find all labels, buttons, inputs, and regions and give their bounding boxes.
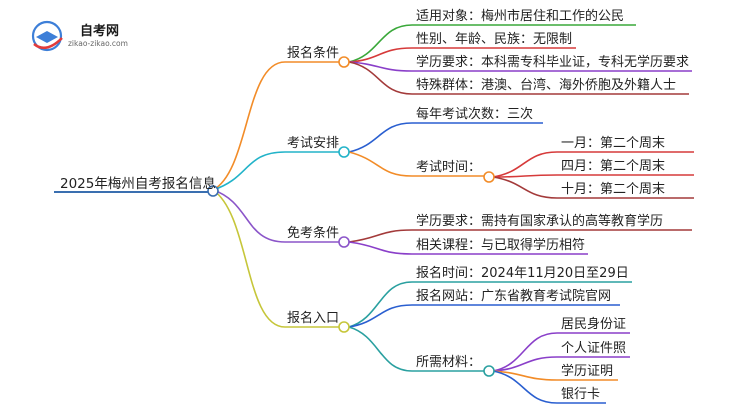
connector-time-2 <box>492 174 558 178</box>
branch-exemption-conditions[interactable]: 免考条件 <box>287 225 339 241</box>
node-required-materials[interactable]: 所需材料： <box>416 355 481 370</box>
node-registration-website[interactable]: 报名网站：广东省教育考试院官网 <box>416 288 611 304</box>
b3-collapse-toggle[interactable] <box>338 236 350 248</box>
connector-root-b1 <box>212 61 286 191</box>
connector-b3-c1 <box>348 229 413 243</box>
connector-mat-4 <box>492 370 558 404</box>
node-registration-time[interactable]: 报名时间：2024年11月20日至29日 <box>416 265 629 281</box>
node-material-bank-card[interactable]: 银行卡 <box>561 387 600 402</box>
branch-registration-conditions[interactable]: 报名条件 <box>287 45 339 61</box>
node-material-id-card[interactable]: 居民身份证 <box>561 316 626 332</box>
logo-url: zikao-zikao.com <box>68 39 128 48</box>
connector-mat-2 <box>492 356 558 372</box>
connector-root-b4 <box>212 189 286 328</box>
b4-collapse-toggle[interactable] <box>338 321 350 333</box>
node-exam-january[interactable]: 一月：第二个周末 <box>561 136 665 151</box>
connector-time-3 <box>492 176 558 199</box>
node-exam-april[interactable]: 四月：第二个周末 <box>561 159 665 174</box>
connector-root-b2 <box>212 151 286 191</box>
connector-mat-1 <box>492 332 558 372</box>
node-education-requirement[interactable]: 学历要求：本科需专科毕业证，专科无学历要求 <box>416 54 689 70</box>
node-exemption-education[interactable]: 学历要求：需持有国家承认的高等教育学历 <box>416 213 663 229</box>
branch-exam-schedule[interactable]: 考试安排 <box>287 136 339 151</box>
connector-b1-c2 <box>348 47 413 63</box>
connector-b1-c4 <box>348 61 413 95</box>
node-material-photo[interactable]: 个人证件照 <box>561 341 626 356</box>
node-related-courses[interactable]: 相关课程：与已取得学历相符 <box>416 237 585 253</box>
b2-collapse-toggle[interactable] <box>338 146 350 158</box>
node-gender-age-ethnicity[interactable]: 性别、年龄、民族：无限制 <box>416 31 572 47</box>
connector-b4-c2 <box>348 304 413 328</box>
logo-badge-icon <box>31 20 63 52</box>
materials-collapse-toggle[interactable] <box>483 365 495 377</box>
connector-b3-c2 <box>348 241 413 255</box>
node-special-groups[interactable]: 特殊群体：港澳、台湾、海外侨胞及外籍人士 <box>416 77 676 93</box>
b1-collapse-toggle[interactable] <box>338 56 350 68</box>
node-exams-per-year[interactable]: 每年考试次数：三次 <box>416 106 533 122</box>
root-topic[interactable]: 2025年梅州自考报名信息 <box>60 175 216 192</box>
connector-mat-3 <box>492 370 558 381</box>
logo-graduation-cap-icon <box>36 31 58 43</box>
connector-root-b3 <box>212 189 286 243</box>
node-material-education-proof[interactable]: 学历证明 <box>561 363 613 379</box>
connector-b4-c1 <box>348 281 413 328</box>
connector-b1-c1 <box>348 24 413 63</box>
connector-b2-c1 <box>348 122 413 153</box>
connector-b4-c3 <box>348 326 413 372</box>
root-collapse-toggle[interactable] <box>207 185 219 197</box>
branch-registration-portal[interactable]: 报名入口 <box>287 310 339 326</box>
site-logo[interactable]: 自考网 zikao-zikao.com <box>31 20 128 52</box>
node-applicable-persons[interactable]: 适用对象：梅州市居住和工作的公民 <box>416 8 624 24</box>
exam-time-collapse-toggle[interactable] <box>483 171 495 183</box>
connector-time-1 <box>492 151 558 178</box>
node-exam-time[interactable]: 考试时间： <box>416 160 481 175</box>
connector-b1-c3 <box>348 61 413 72</box>
logo-name: 自考网 <box>80 23 119 39</box>
connector-b2-c2 <box>348 151 413 177</box>
logo-red-swoosh-icon <box>33 37 63 50</box>
node-exam-october[interactable]: 十月：第二个周末 <box>561 182 665 197</box>
